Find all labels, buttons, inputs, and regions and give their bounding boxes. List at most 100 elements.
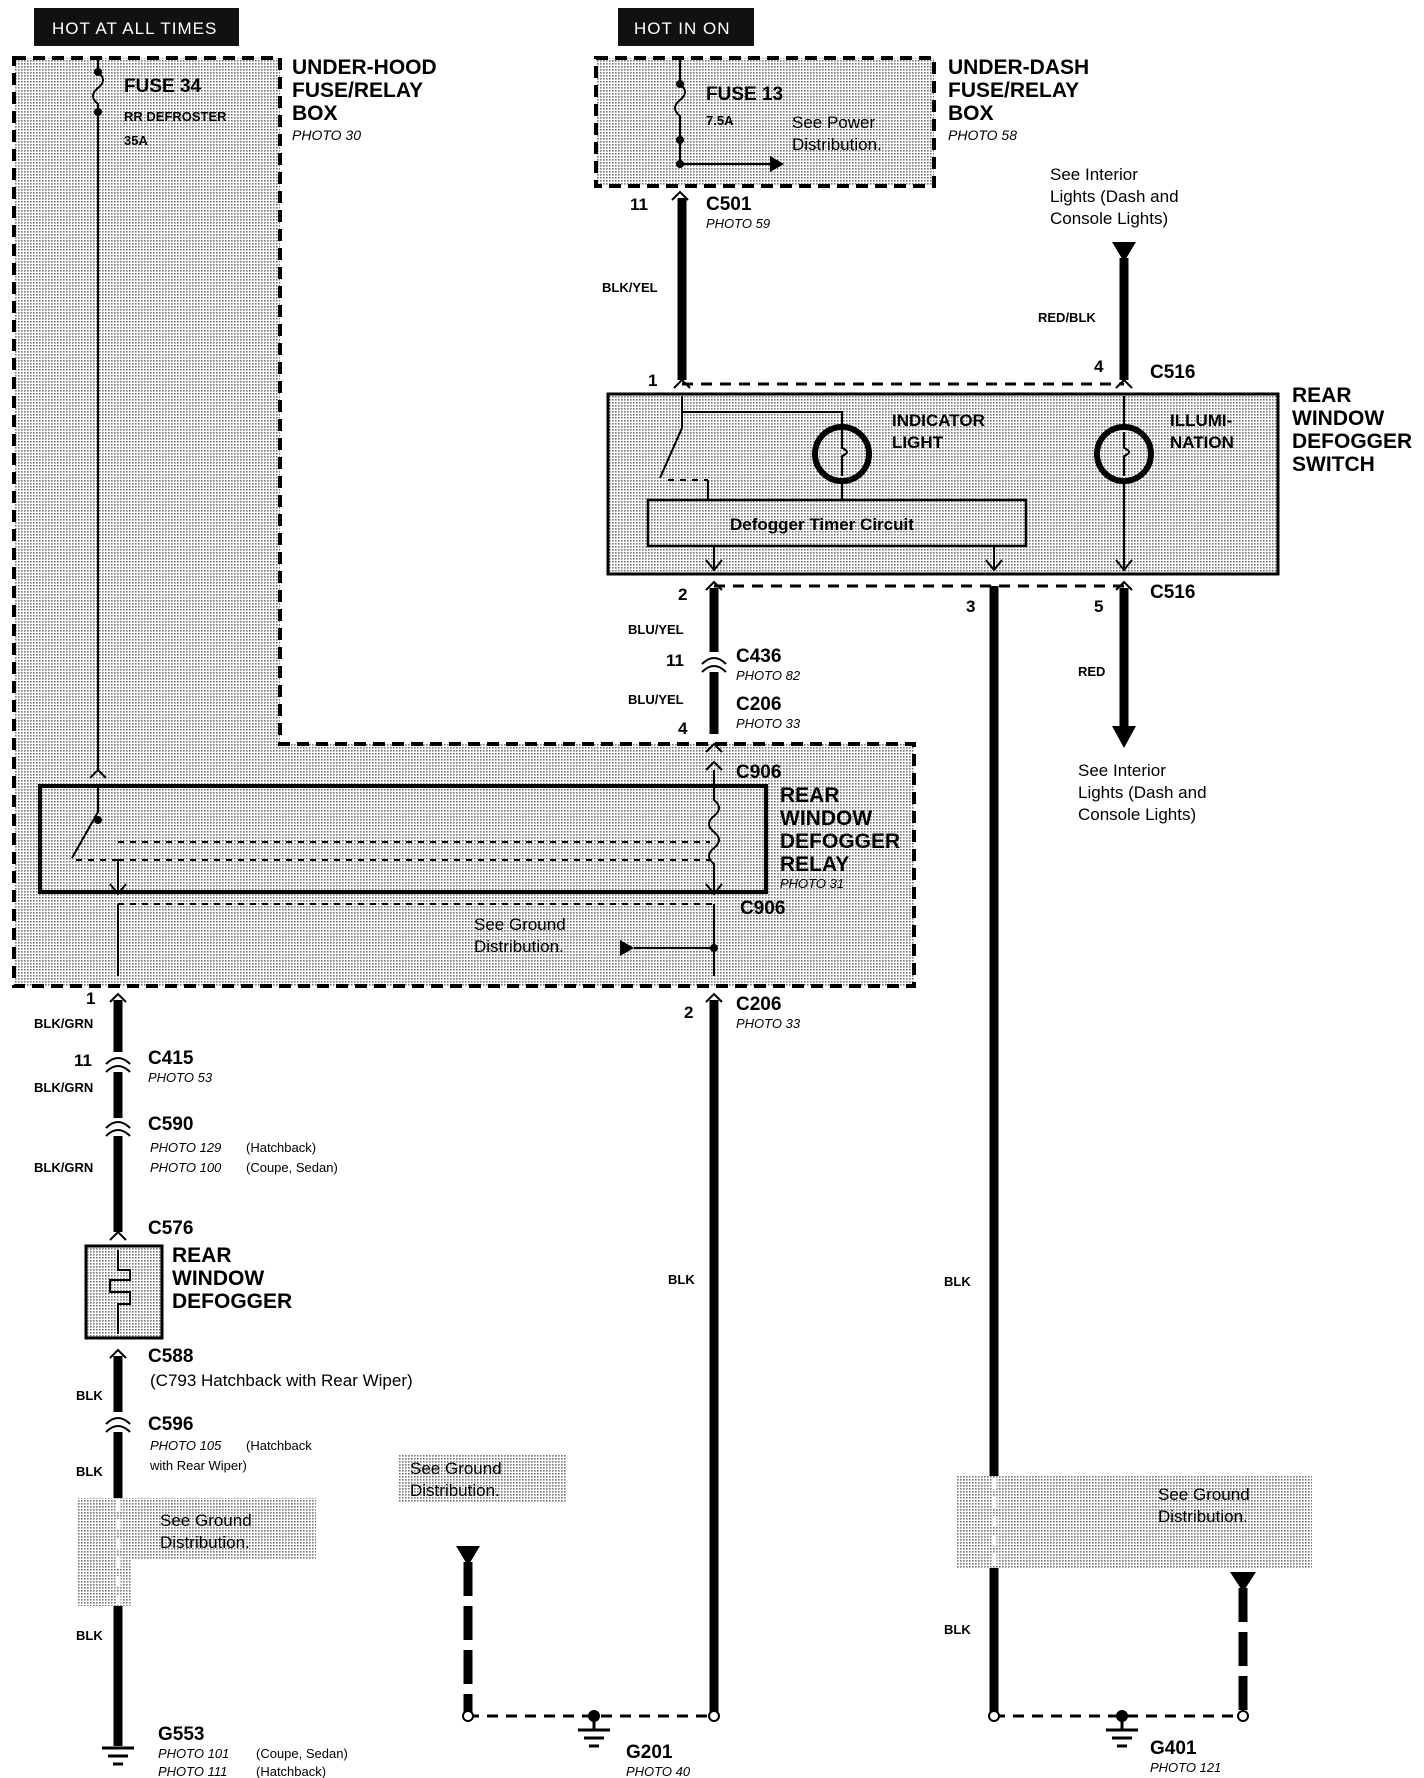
hot-in-on-label: HOT IN ON xyxy=(634,19,731,38)
switch-pin1-connector xyxy=(673,378,691,389)
right-see-1: See Ground xyxy=(1158,1485,1250,1504)
interior-bottom-3: Console Lights) xyxy=(1078,805,1196,824)
interior-bottom-arrow xyxy=(1112,726,1136,748)
g553-note-1: (Coupe, Sedan) xyxy=(256,1746,348,1761)
fuse-13-symbol xyxy=(674,60,686,168)
relay-ground-arrow xyxy=(620,940,634,956)
defogger-label-1: REAR xyxy=(172,1244,232,1267)
c501-photo: PHOTO 59 xyxy=(706,216,770,231)
c415-photo: PHOTO 53 xyxy=(148,1070,213,1085)
underhood-box-outline xyxy=(12,56,916,988)
relay-bottom-arrows xyxy=(109,883,723,896)
c590-note-2: (Coupe, Sedan) xyxy=(246,1160,338,1175)
switch-pin4: 4 xyxy=(1094,357,1104,376)
underdash-see-2: Distribution. xyxy=(792,135,882,154)
switch-title-4: SWITCH xyxy=(1292,453,1375,476)
g401-node-left xyxy=(988,1710,1000,1722)
g201-node-right xyxy=(708,1710,720,1722)
illumination-bulb-icon xyxy=(1094,424,1154,484)
g401-node-right xyxy=(1237,1710,1249,1722)
illum-filament xyxy=(1123,432,1130,476)
pin5-connector xyxy=(1115,580,1133,591)
relay-body xyxy=(38,784,768,894)
switch-pin1: 1 xyxy=(648,371,657,390)
g201-node-center xyxy=(588,1710,600,1722)
c576-name: C576 xyxy=(148,1218,193,1239)
right-ground-distribution-arrow xyxy=(1230,1572,1256,1592)
underhood-photo: PHOTO 30 xyxy=(292,127,361,143)
fuse-13-name: FUSE 13 xyxy=(706,84,783,105)
interior-top-1: See Interior xyxy=(1050,165,1138,184)
c206-bottom-name: C206 xyxy=(736,994,781,1015)
relay-link-dash xyxy=(76,841,710,861)
underhood-title-1: UNDER-HOOD xyxy=(292,56,437,79)
switch-title-2: WINDOW xyxy=(1292,407,1384,430)
fuse-34-rating: 35A xyxy=(124,133,148,148)
middle-ground-distribution-arrow xyxy=(456,1546,480,1566)
relay-feed-left xyxy=(71,768,107,859)
c590-note-1: (Hatchback) xyxy=(246,1140,316,1155)
left-ground-distribution-band-2 xyxy=(78,1560,132,1606)
wire-blk-middle-label: BLK xyxy=(668,1272,695,1287)
defogger-label-2: WINDOW xyxy=(172,1267,264,1290)
g553-name: G553 xyxy=(158,1724,204,1745)
wire-blu-yel-1-label: BLU/YEL xyxy=(628,622,684,637)
c588-connector xyxy=(109,1348,127,1359)
c206-bottom-connector xyxy=(705,992,723,1003)
g201-photo: PHOTO 40 xyxy=(626,1764,691,1778)
interior-bottom-1: See Interior xyxy=(1078,761,1166,780)
c596-name: C596 xyxy=(148,1414,193,1435)
defogger-element-icon xyxy=(109,1250,131,1334)
c501-name: C501 xyxy=(706,194,752,215)
rear-window-defogger xyxy=(84,1244,164,1340)
fuse-13-rating: 7.5A xyxy=(706,113,734,128)
wire-blk-yel-label: BLK/YEL xyxy=(602,280,658,295)
underhood-title-3: BOX xyxy=(292,102,338,125)
wire-red-blk-label: RED/BLK xyxy=(1038,310,1096,325)
illum-to-pin5 xyxy=(1115,559,1133,572)
fuse-13-node-2 xyxy=(676,136,684,144)
illum-label-1: ILLUMI- xyxy=(1170,411,1232,430)
hot-in-on-tab xyxy=(618,8,754,46)
c501-connector xyxy=(671,190,689,201)
c415-connector xyxy=(105,1057,131,1073)
fuse-13-branch-arrow xyxy=(770,156,784,172)
underdash-title-1: UNDER-DASH xyxy=(948,56,1089,79)
switch-pin3: 3 xyxy=(966,597,975,616)
switch-pin5: 5 xyxy=(1094,597,1103,616)
hot-at-all-times-tab xyxy=(34,8,239,46)
g201-name: G201 xyxy=(626,1742,673,1763)
g553-note-2: (Hatchback) xyxy=(256,1764,326,1778)
indicator-label-1: INDICATOR xyxy=(892,411,985,430)
fuse-13-node xyxy=(676,80,684,88)
relay-see-1: See Ground xyxy=(474,915,566,934)
left-pin1: 1 xyxy=(86,989,95,1008)
switch-title-1: REAR xyxy=(1292,384,1352,407)
c590-photo-1: PHOTO 129 xyxy=(150,1140,221,1155)
wire-blk-4-label: BLK xyxy=(76,1388,103,1403)
left-pin1-connector xyxy=(109,992,127,1003)
g553-photo-1: PHOTO 101 xyxy=(158,1746,229,1761)
illum-label-2: NATION xyxy=(1170,433,1234,452)
c206-bottom-photo: PHOTO 33 xyxy=(736,1016,801,1031)
fuse-34-desc: RR DEFROSTER xyxy=(124,109,227,124)
fuse-34-node xyxy=(94,68,102,76)
relay-conn-bottom: C906 xyxy=(740,898,785,919)
c501-pin: 11 xyxy=(630,195,648,214)
indicator-filament xyxy=(841,432,848,476)
underdash-see-1: See Power xyxy=(792,113,875,132)
relay-see-2: Distribution. xyxy=(474,937,564,956)
underdash-title-3: BOX xyxy=(948,102,994,125)
g201-ground-icon xyxy=(578,1720,610,1748)
c436-name: C436 xyxy=(736,646,781,667)
fuse-34-name: FUSE 34 xyxy=(124,76,202,97)
relay-contact-node xyxy=(94,816,102,824)
c206-top-name: C206 xyxy=(736,694,781,715)
indicator-bulb-icon xyxy=(812,424,872,484)
middle-see-2: Distribution. xyxy=(410,1481,500,1500)
c436-pin: 11 xyxy=(666,651,684,670)
c590-photo-2: PHOTO 100 xyxy=(150,1160,222,1175)
interior-top-2: Lights (Dash and xyxy=(1050,187,1179,206)
timer-label: Defogger Timer Circuit xyxy=(730,515,914,534)
